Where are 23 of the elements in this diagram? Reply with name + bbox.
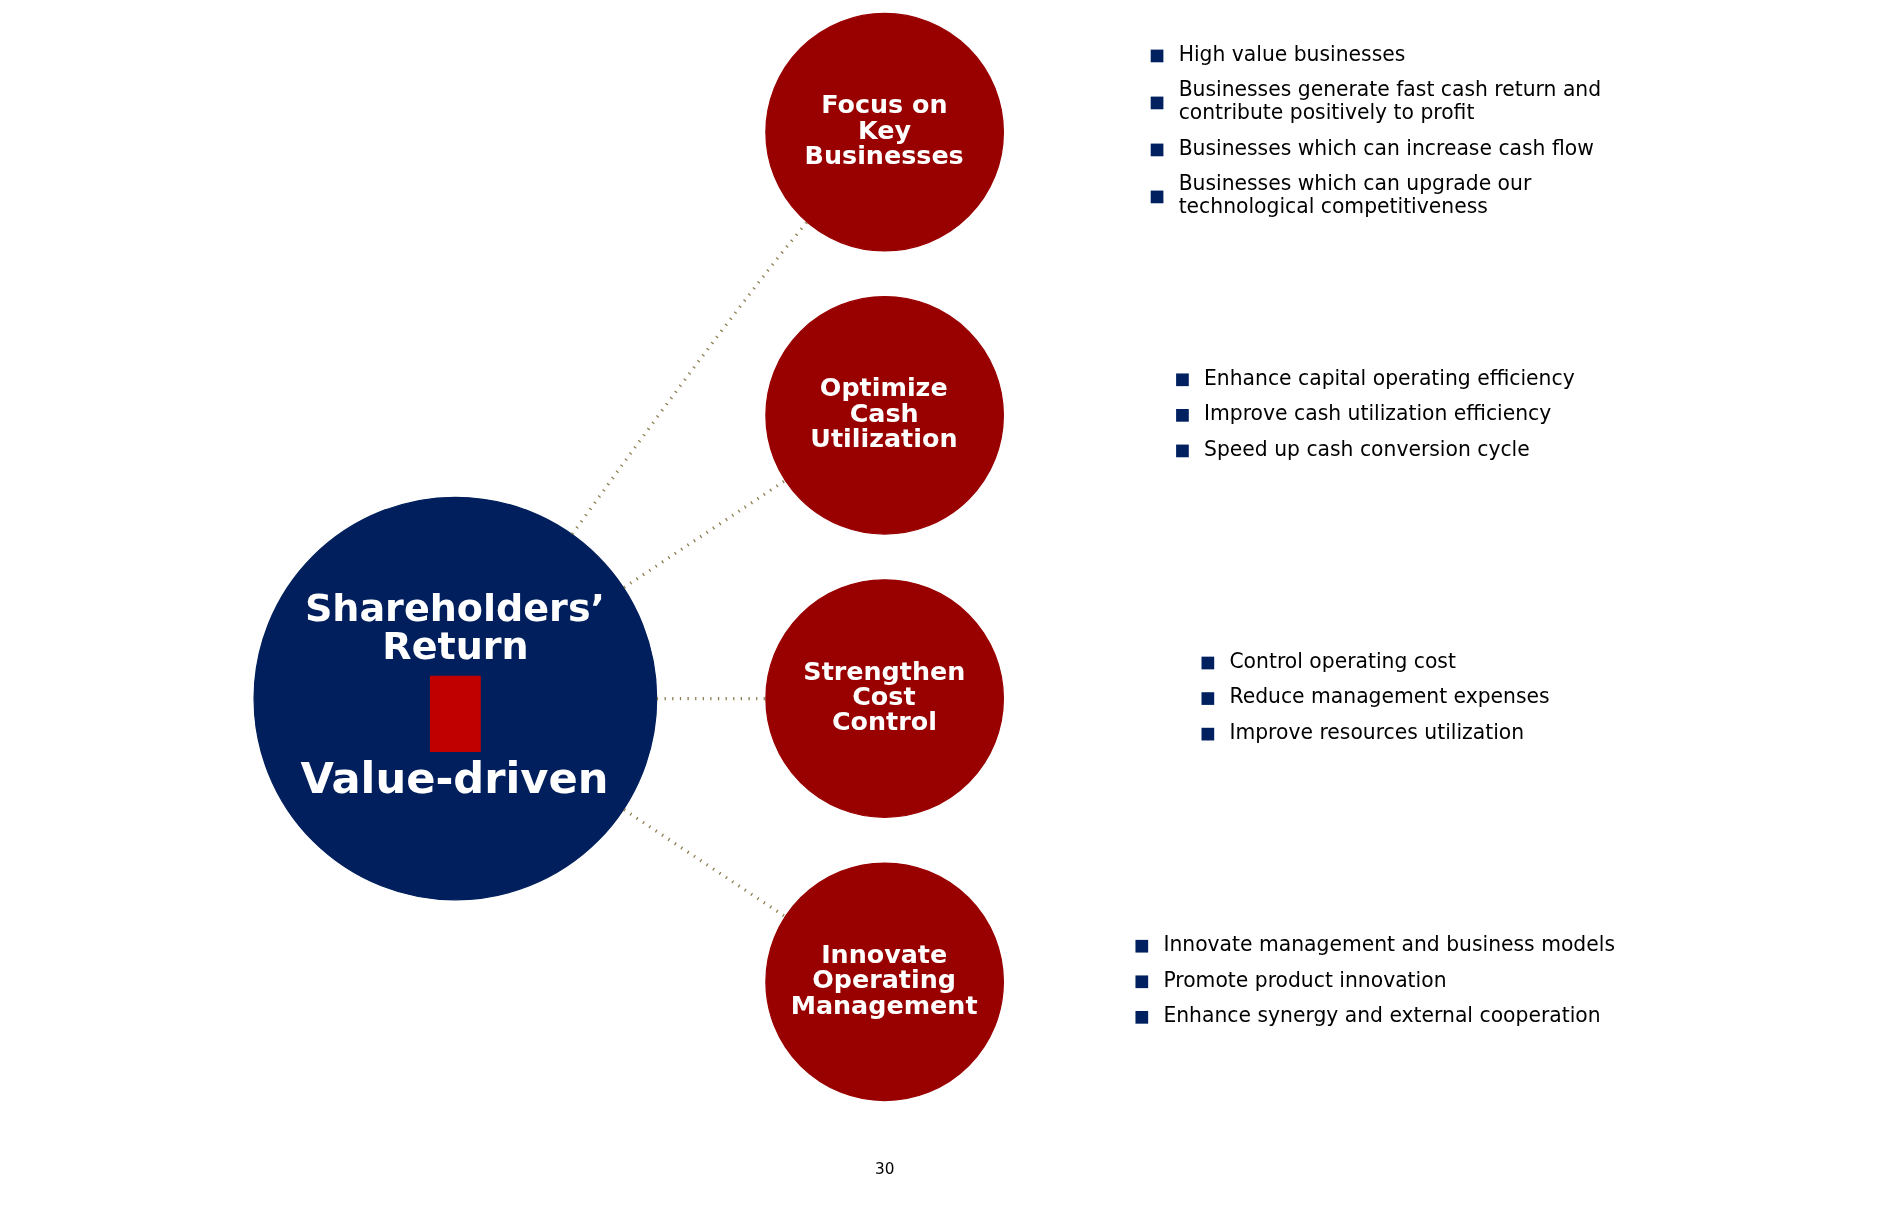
node-label: Enhance synergy and external cooperation [1163, 1003, 1601, 1028]
node-circle: Shareholders’ Return Value-driven [253, 496, 658, 901]
connector [623, 479, 786, 589]
label: 30 [874, 1159, 895, 1178]
node-label: Improve resources utilization [1229, 719, 1525, 744]
node-label: Speed up cash conversion cycle [1204, 436, 1530, 461]
node-label: Improve cash utilization efficiency [1204, 401, 1552, 426]
node-label: Businesses which can increase cash flow [1178, 135, 1594, 160]
node-circle: Strengthen Cost Control [765, 579, 1004, 818]
connector [623, 808, 786, 918]
node-label: Promote product innovation [1163, 967, 1447, 992]
node-label: Control operating cost [1229, 648, 1456, 673]
connector [656, 697, 766, 701]
connector [571, 221, 809, 535]
node-label: Businesses generate fast cash return and contribute positively to profit [1178, 77, 1602, 125]
node-label: High value businesses [1178, 41, 1406, 66]
node-circle: Optimize Cash Utilization [765, 295, 1004, 535]
node-label: Reduce management expenses [1229, 684, 1550, 709]
node-circle: Innovate Operating Management [765, 862, 1004, 1102]
node-label: Innovate management and business models [1163, 932, 1615, 957]
node-label: Enhance capital operating efficiency [1204, 365, 1575, 390]
node-label: Businesses which can upgrade our technological competitiveness [1178, 171, 1532, 219]
node-circle: Focus on Key Businesses [765, 12, 1004, 252]
